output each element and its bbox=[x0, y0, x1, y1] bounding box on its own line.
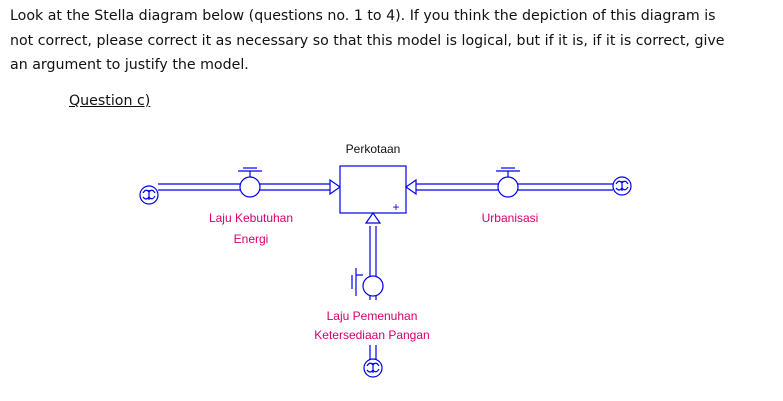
valve-urbanisasi[interactable] bbox=[496, 167, 520, 198]
flow-label-right: Urbanisasi bbox=[482, 211, 539, 225]
stock-perkotaan[interactable] bbox=[339, 165, 407, 214]
cloud-source-left-icon bbox=[139, 185, 159, 205]
stock-label: Perkotaan bbox=[346, 142, 401, 156]
cloud-source-right-icon bbox=[612, 176, 632, 196]
flow-label-bottom-line2: Ketersediaan Pangan bbox=[314, 328, 429, 342]
instructions-line-1: Look at the Stella diagram below (questi… bbox=[10, 8, 716, 24]
instructions-line-2: not correct, please correct it as necess… bbox=[10, 32, 725, 49]
valve-laju-kebutuhan-energi[interactable] bbox=[238, 167, 262, 198]
instructions-paragraph: Look at the Stella diagram below (questi… bbox=[10, 4, 775, 78]
flow-label-left-line2: Energi bbox=[234, 232, 269, 246]
flow-label-bottom-line1: Laju Pemenuhan bbox=[327, 309, 418, 323]
flow-label-left-line1: Laju Kebutuhan bbox=[209, 211, 293, 225]
valve-laju-pemenuhan-ketersediaan-pangan[interactable] bbox=[351, 268, 384, 297]
question-label: Question c) bbox=[69, 93, 151, 109]
instructions-line-3: an argument to justify the model. bbox=[10, 57, 249, 73]
cloud-source-bottom-icon bbox=[363, 345, 383, 378]
stock-sign: + bbox=[392, 200, 399, 214]
